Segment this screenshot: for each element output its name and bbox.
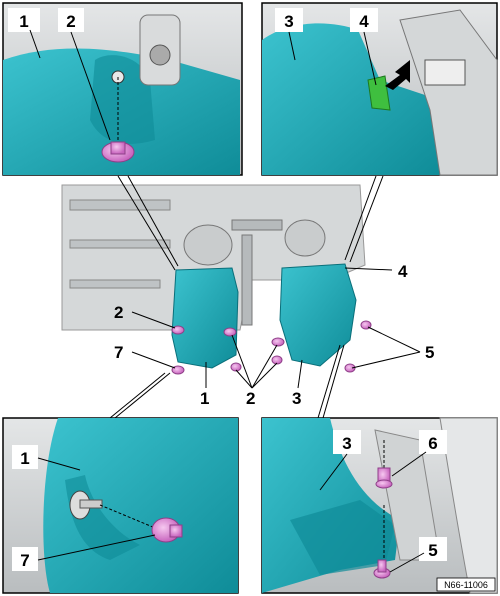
label-4-overview: 4 (398, 262, 408, 281)
label-3: 3 (284, 12, 293, 31)
label-1-detail: 1 (20, 449, 29, 468)
label-7-overview: 7 (114, 343, 123, 362)
label-4: 4 (359, 12, 369, 31)
arrow-pointer-icon (385, 60, 410, 90)
label-2-overview-bottom: 2 (246, 389, 255, 408)
reference-code: N66-11006 (444, 580, 488, 590)
label-2: 2 (66, 12, 75, 31)
overview-drawing: 4 2 7 5 1 2 3 (61, 175, 434, 419)
label-1-overview: 1 (200, 389, 209, 408)
detail-top-left: 1 2 (2, 2, 243, 176)
label-3-overview: 3 (292, 389, 301, 408)
label-1: 1 (19, 12, 28, 31)
detail-bottom-left: 1 7 (2, 417, 239, 594)
label-5-detail: 5 (428, 541, 437, 560)
label-3-detail: 3 (342, 434, 351, 453)
detail-top-right: 3 4 (261, 2, 498, 176)
detail-bottom-right: 3 6 5 N66-11006 (261, 417, 498, 594)
label-7-detail: 7 (20, 551, 29, 570)
label-6-detail: 6 (428, 434, 437, 453)
label-2-overview: 2 (114, 303, 123, 322)
label-5-overview: 5 (425, 343, 434, 362)
